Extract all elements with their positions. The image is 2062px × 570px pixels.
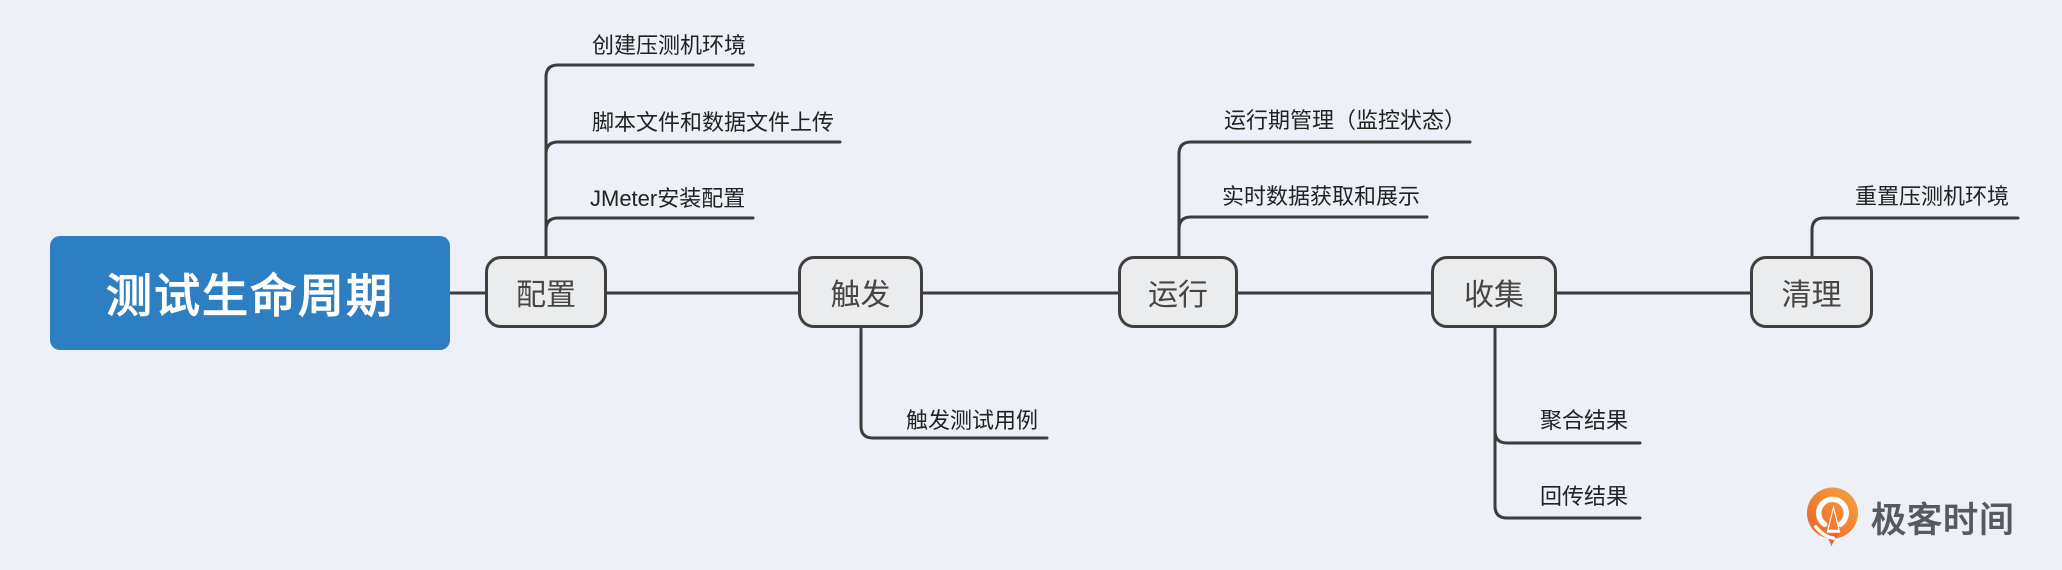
leaf-create-env[interactable]: 创建压测机环境 [592,33,747,58]
connector-configure-create-env [544,63,755,259]
geektime-logo-icon [1806,487,1859,547]
leaf-jmeter-setup[interactable]: JMeter安装配置 [590,186,746,211]
leaf-upload-files[interactable]: 脚本文件和数据文件上传 [592,110,835,135]
connector-collect-aggregate-results [1493,429,1642,445]
leaf-aggregate-results[interactable]: 聚合结果 [1540,408,1629,433]
connector-cleanup-reset-env [1810,216,2020,259]
leaf-return-results[interactable]: 回传结果 [1540,484,1629,509]
node-run[interactable]: 运行 [1118,256,1238,328]
leaf-reset-env[interactable]: 重置压测机环境 [1855,184,2010,209]
connector-configure-upload-files [544,140,842,156]
node-collect[interactable]: 收集 [1431,256,1557,328]
connector-trigger-case [859,327,1049,440]
geektime-logo: 极客时间 [1804,486,2015,548]
leaf-runtime-mgmt[interactable]: 运行期管理（监控状态） [1224,108,1467,133]
connector-run-realtime-data [1177,215,1429,231]
root-node-test-lifecycle[interactable]: 测试生命周期 [50,236,450,350]
connector-configure-jmeter-setup [544,216,755,232]
geektime-logo-text: 极客时间 [1871,500,2016,540]
connector-run-runtime-mgmt [1177,140,1472,259]
leaf-realtime-data[interactable]: 实时数据获取和展示 [1222,184,1421,209]
leaf-trigger-case[interactable]: 触发测试用例 [906,408,1039,433]
connector-collect-return-results [1493,327,1642,520]
node-cleanup[interactable]: 清理 [1750,256,1873,328]
node-configure[interactable]: 配置 [485,256,607,328]
node-trigger[interactable]: 触发 [798,256,923,328]
